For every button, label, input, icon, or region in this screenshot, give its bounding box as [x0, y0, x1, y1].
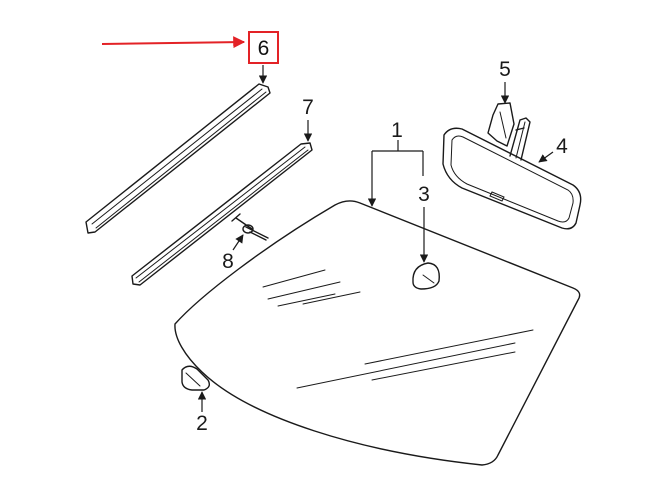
callout-1-label: 1 — [391, 119, 403, 142]
callout-1-leader — [367, 140, 424, 207]
sensor-cover-2 — [181, 365, 211, 391]
highlight-pointer-arrow — [101, 36, 246, 49]
callout-4-label: 4 — [556, 135, 568, 158]
windshield-glass-1 — [174, 200, 581, 466]
rear-view-mirror-4 — [442, 117, 582, 230]
callout-4-leader — [538, 151, 554, 163]
callout-7-label: 7 — [302, 96, 314, 119]
molding-strip-6 — [85, 83, 271, 234]
mirror-cover-5 — [487, 102, 515, 147]
callout-5-label: 5 — [499, 58, 511, 81]
retainer-clip-8 — [231, 213, 269, 241]
callout-2-label: 2 — [196, 412, 208, 435]
callout-3-label: 3 — [418, 183, 430, 206]
callout-6-label: 6 — [258, 37, 270, 60]
callout-8-leader — [232, 234, 244, 251]
molding-strip-7 — [131, 142, 313, 286]
mirror-pad-3 — [412, 262, 440, 290]
callout-8-label: 8 — [222, 250, 234, 273]
callout-6-highlight-box — [248, 31, 279, 64]
